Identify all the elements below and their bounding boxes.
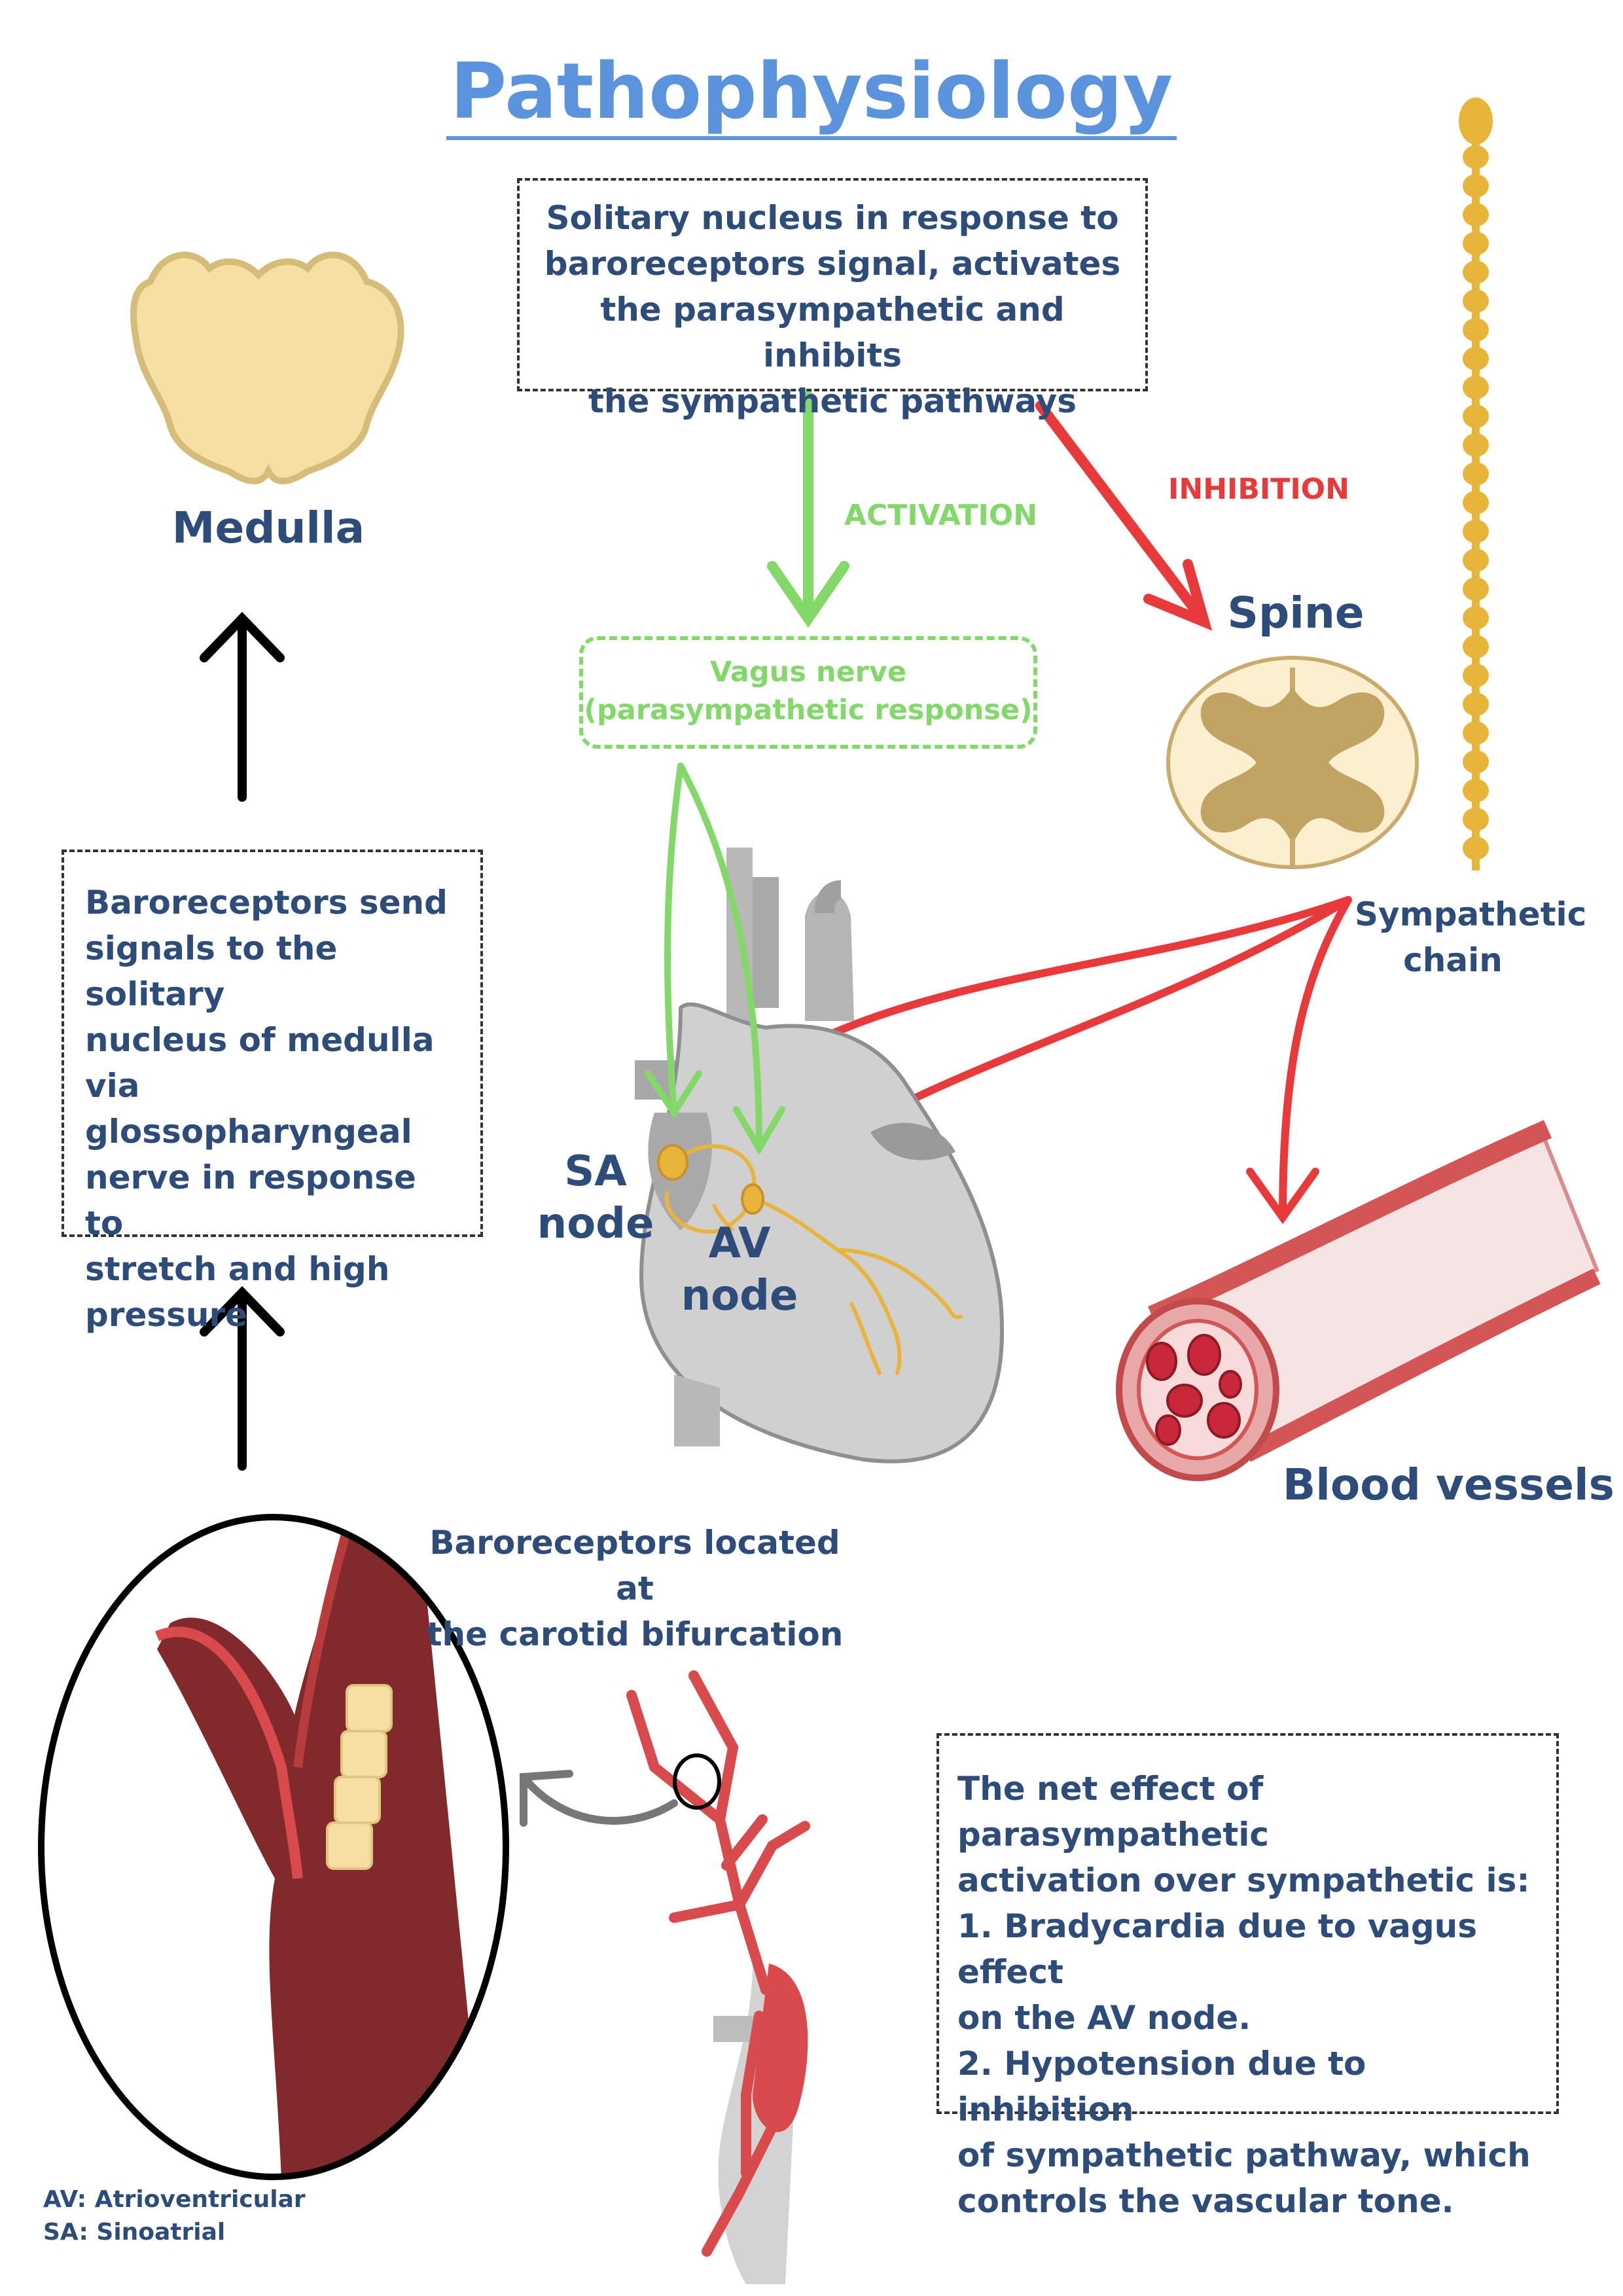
chain-bead xyxy=(1463,548,1489,572)
chain-bead xyxy=(1463,145,1489,169)
arrow-to-baroreceptors-box xyxy=(200,1285,285,1471)
activation-label: ACTIVATION xyxy=(844,499,1038,532)
solitary-line-4: the sympathetic pathways xyxy=(588,382,1077,420)
sympathetic-line-1: Sympathetic xyxy=(1355,895,1587,933)
sa-line-2: node xyxy=(537,1200,654,1248)
spine-cross-section-icon xyxy=(1166,656,1419,869)
chain-bead xyxy=(1463,692,1489,716)
heart-icon xyxy=(635,848,1004,1463)
baroreceptors-box: Baroreceptors send signals to the solita… xyxy=(62,850,483,1334)
blood-vessels-label: Blood vessels xyxy=(1283,1460,1614,1510)
chain-bead xyxy=(1463,721,1489,745)
sa-node-label: SA node xyxy=(530,1145,661,1250)
chain-bead xyxy=(1463,664,1489,687)
magnify-arrow xyxy=(520,1770,678,1827)
chain-bead xyxy=(1463,462,1489,486)
net-line-5: 2. Hypotension due to inhibition xyxy=(957,2045,1366,2128)
inhibition-label: INHIBITION xyxy=(1168,473,1349,506)
carotid-line-1: Baroreceptors located at xyxy=(429,1524,840,1607)
av-node xyxy=(741,1183,764,1215)
chain-bead xyxy=(1463,808,1489,831)
net-line-2: activation over sympathetic is: xyxy=(957,1861,1530,1899)
carotid-arteries-icon xyxy=(626,1670,810,2284)
chain-bead xyxy=(1463,635,1489,658)
activation-arrow xyxy=(767,391,849,628)
chain-bead xyxy=(1463,606,1489,630)
chain-bead xyxy=(1463,347,1489,370)
chain-bead xyxy=(1463,836,1489,860)
abbr-sa: SA: Sinoatrial xyxy=(43,2219,226,2246)
chain-bead xyxy=(1463,318,1489,342)
inhibition-arrow xyxy=(1035,401,1213,631)
carotid-line-2: the carotid bifurcation xyxy=(426,1615,844,1653)
vagus-nerve-box: Vagus nerve (parasympathetic response) xyxy=(579,636,1037,749)
baro-line-7: pressure xyxy=(85,1296,248,1334)
chain-bead xyxy=(1463,491,1489,514)
chain-bead xyxy=(1463,404,1489,428)
solitary-line-1: Solitary nucleus in response to xyxy=(546,199,1119,237)
chain-bead xyxy=(1463,520,1489,543)
chain-bead xyxy=(1463,203,1489,226)
chain-bead xyxy=(1463,750,1489,774)
chain-bead xyxy=(1463,174,1489,198)
carotid-label: Baroreceptors located at the carotid bif… xyxy=(419,1520,851,1657)
solitary-line-2: baroreceptors signal, activates xyxy=(544,245,1121,283)
chain-bead xyxy=(1463,376,1489,399)
chain-bead xyxy=(1463,260,1489,284)
net-effect-box: The net effect of parasympathetic activa… xyxy=(936,1733,1559,2220)
av-line-2: node xyxy=(681,1272,798,1320)
baro-line-3: nucleus of medulla via xyxy=(85,1021,435,1105)
chain-bead xyxy=(1463,289,1489,313)
spine-label: Spine xyxy=(1227,588,1364,638)
blood-vessel-icon xyxy=(1116,1120,1601,1481)
chain-bead xyxy=(1463,779,1489,802)
solitary-line-3: the parasympathetic and inhibits xyxy=(600,291,1065,374)
arrow-to-medulla xyxy=(200,611,285,802)
net-line-6: of sympathetic pathway, which xyxy=(957,2136,1531,2174)
net-line-1: The net effect of parasympathetic xyxy=(957,1770,1270,1854)
solitary-nucleus-box: Solitary nucleus in response to barorece… xyxy=(517,178,1148,420)
vagus-line-2: (parasympathetic response) xyxy=(584,694,1033,726)
medulla-icon xyxy=(130,251,404,484)
medulla-label: Medulla xyxy=(171,503,365,553)
net-line-7: controls the vascular tone. xyxy=(957,2182,1454,2220)
sa-node xyxy=(657,1144,688,1181)
sa-line-1: SA xyxy=(564,1147,627,1196)
chain-bead xyxy=(1463,577,1489,601)
vagus-arrows xyxy=(645,762,785,1155)
abbreviations: AV: Atrioventricular SA: Sinoatrial xyxy=(43,2183,306,2249)
av-line-1: AV xyxy=(708,1219,771,1268)
sympathetic-line-2: chain xyxy=(1403,941,1503,979)
carotid-magnified-icon xyxy=(38,1514,509,2180)
baro-line-6: stretch and high xyxy=(85,1250,390,1288)
net-line-3: 1. Bradycardia due to vagus effect xyxy=(957,1907,1478,1991)
sympathetic-chain-icon xyxy=(1459,98,1493,870)
vagus-line-1: Vagus nerve xyxy=(709,656,907,689)
baro-line-2: signals to the solitary xyxy=(85,929,338,1013)
baro-line-5: nerve in response to xyxy=(85,1158,416,1242)
av-node-label: AV node xyxy=(674,1217,805,1322)
sympathetic-chain-label: Sympathetic chain xyxy=(1355,891,1587,983)
chain-bead xyxy=(1463,433,1489,457)
baro-line-4: glossopharyngeal xyxy=(85,1113,412,1151)
chain-bead xyxy=(1463,232,1489,255)
net-line-4: on the AV node. xyxy=(957,1999,1251,2037)
page-title: Pathophysiology xyxy=(0,46,1623,140)
abbr-av: AV: Atrioventricular xyxy=(43,2186,306,2213)
baro-line-1: Baroreceptors send xyxy=(85,884,448,922)
